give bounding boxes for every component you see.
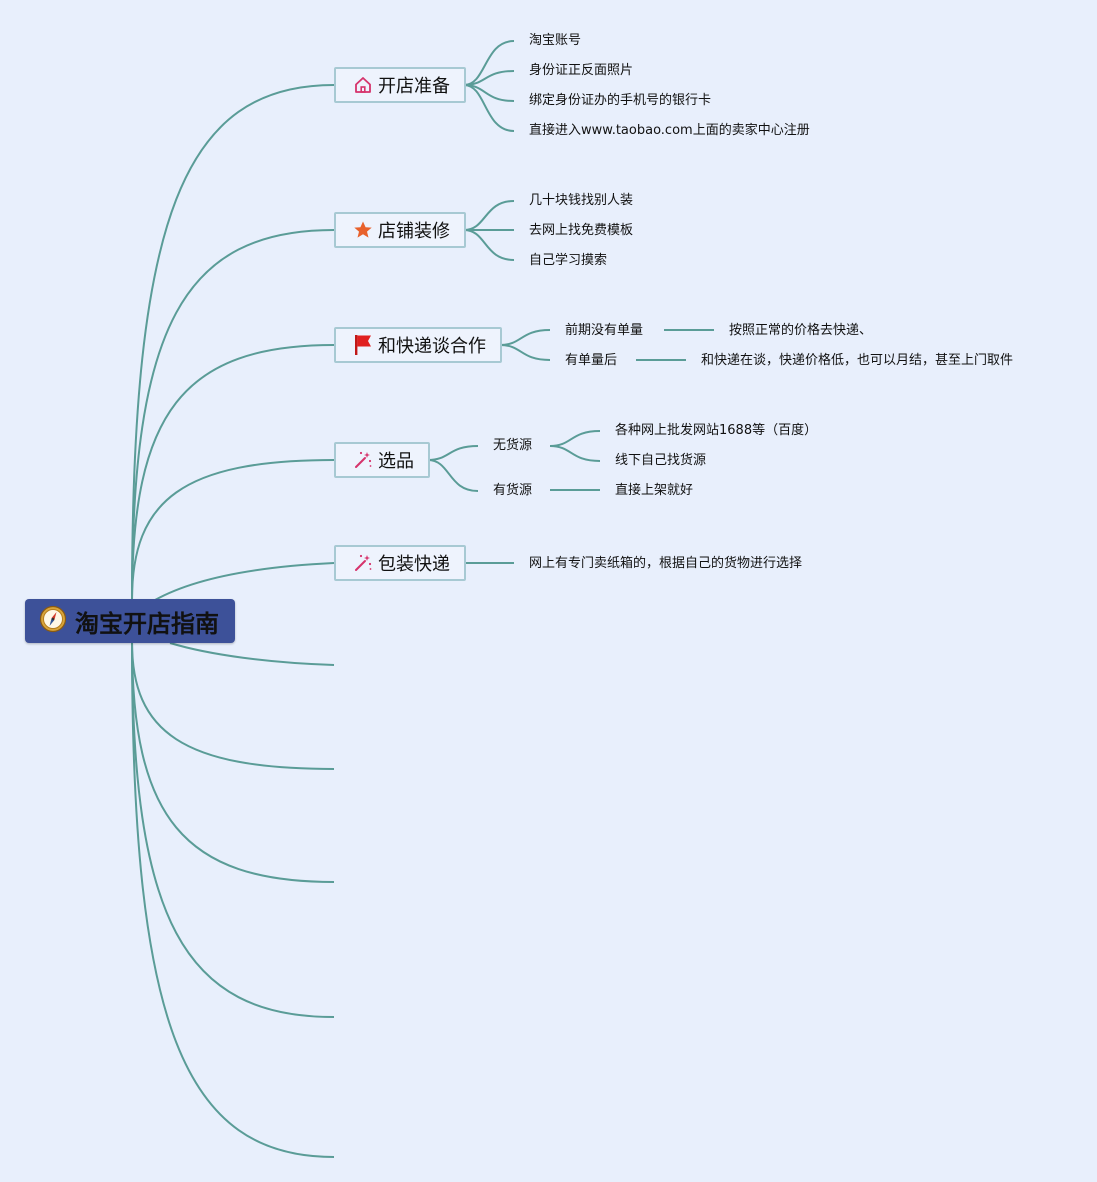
leaf-normal-price[interactable]: 按照正常的价格去快递、: [729, 323, 873, 338]
topic-label: 选品: [378, 451, 414, 472]
branch-line: [427, 459, 479, 492]
root-branch-line: [131, 641, 335, 1018]
root-branch-line: [131, 641, 335, 1158]
topic-courier-negotiation[interactable]: 和快递谈合作: [334, 327, 502, 363]
subtopic-has-supply[interactable]: 有货源: [493, 483, 533, 498]
branch-line: [549, 430, 601, 447]
root-branch-line: [169, 642, 335, 666]
root-branch-line: [131, 641, 335, 883]
branch-line: [463, 40, 515, 86]
topic-label: 开店准备: [378, 76, 450, 97]
leaf-renegotiate[interactable]: 和快递在谈，快递价格低，也可以月结，甚至上门取件: [701, 353, 1014, 368]
subtopic-early-no-orders[interactable]: 前期没有单量: [565, 323, 644, 338]
magic-wand-icon: [352, 552, 374, 574]
leaf-taobao-account[interactable]: 淘宝账号: [529, 33, 582, 48]
topic-shop-preparation[interactable]: 开店准备: [334, 67, 466, 103]
branch-line: [549, 445, 601, 462]
subtopic-no-supply[interactable]: 无货源: [493, 438, 533, 453]
branch-line: [463, 200, 515, 231]
leaf-free-template[interactable]: 去网上找免费模板: [529, 223, 634, 238]
root-title: 淘宝开店指南: [75, 609, 219, 638]
leaf-register-seller[interactable]: 直接进入www.taobao.com上面的卖家中心注册: [529, 123, 810, 138]
root-branch-line: [154, 562, 335, 601]
star-icon: [352, 219, 374, 241]
topic-label: 包装快递: [378, 554, 450, 575]
leaf-carton-sellers[interactable]: 网上有专门卖纸箱的，根据自己的货物进行选择: [529, 556, 803, 571]
magic-wand-icon: [352, 449, 374, 471]
root-branch-line: [131, 344, 335, 601]
flag-icon: [352, 334, 374, 356]
root-branch-line: [131, 229, 335, 601]
topic-shop-decoration[interactable]: 店铺装修: [334, 212, 466, 248]
topic-product-selection[interactable]: 选品: [334, 442, 430, 478]
branch-line: [463, 229, 515, 261]
leaf-pay-someone[interactable]: 几十块钱找别人装: [529, 193, 634, 208]
branch-line: [427, 445, 479, 461]
leaf-bank-card[interactable]: 绑定身份证办的手机号的银行卡: [529, 93, 712, 108]
leaf-wholesale-sites[interactable]: 各种网上批发网站1688等（百度）: [615, 423, 818, 438]
topic-label: 店铺装修: [378, 221, 450, 242]
home-icon: [352, 74, 374, 96]
topic-packaging-shipping[interactable]: 包装快递: [334, 545, 466, 581]
branch-line: [499, 344, 551, 361]
compass-icon: [39, 605, 67, 637]
subtopic-with-orders[interactable]: 有单量后: [565, 353, 618, 368]
leaf-self-learn[interactable]: 自己学习摸索: [529, 253, 608, 268]
leaf-list-directly[interactable]: 直接上架就好: [615, 483, 694, 498]
branch-line: [463, 84, 515, 132]
root-branch-line: [131, 641, 335, 770]
leaf-id-photos[interactable]: 身份证正反面照片: [529, 63, 634, 78]
branch-line: [499, 329, 551, 346]
root-branch-line: [131, 84, 335, 601]
root-topic[interactable]: 淘宝开店指南: [25, 599, 235, 643]
topic-label: 和快递谈合作: [378, 336, 486, 357]
root-branch-line: [131, 459, 335, 601]
leaf-offline-supply[interactable]: 线下自己找货源: [615, 453, 707, 468]
